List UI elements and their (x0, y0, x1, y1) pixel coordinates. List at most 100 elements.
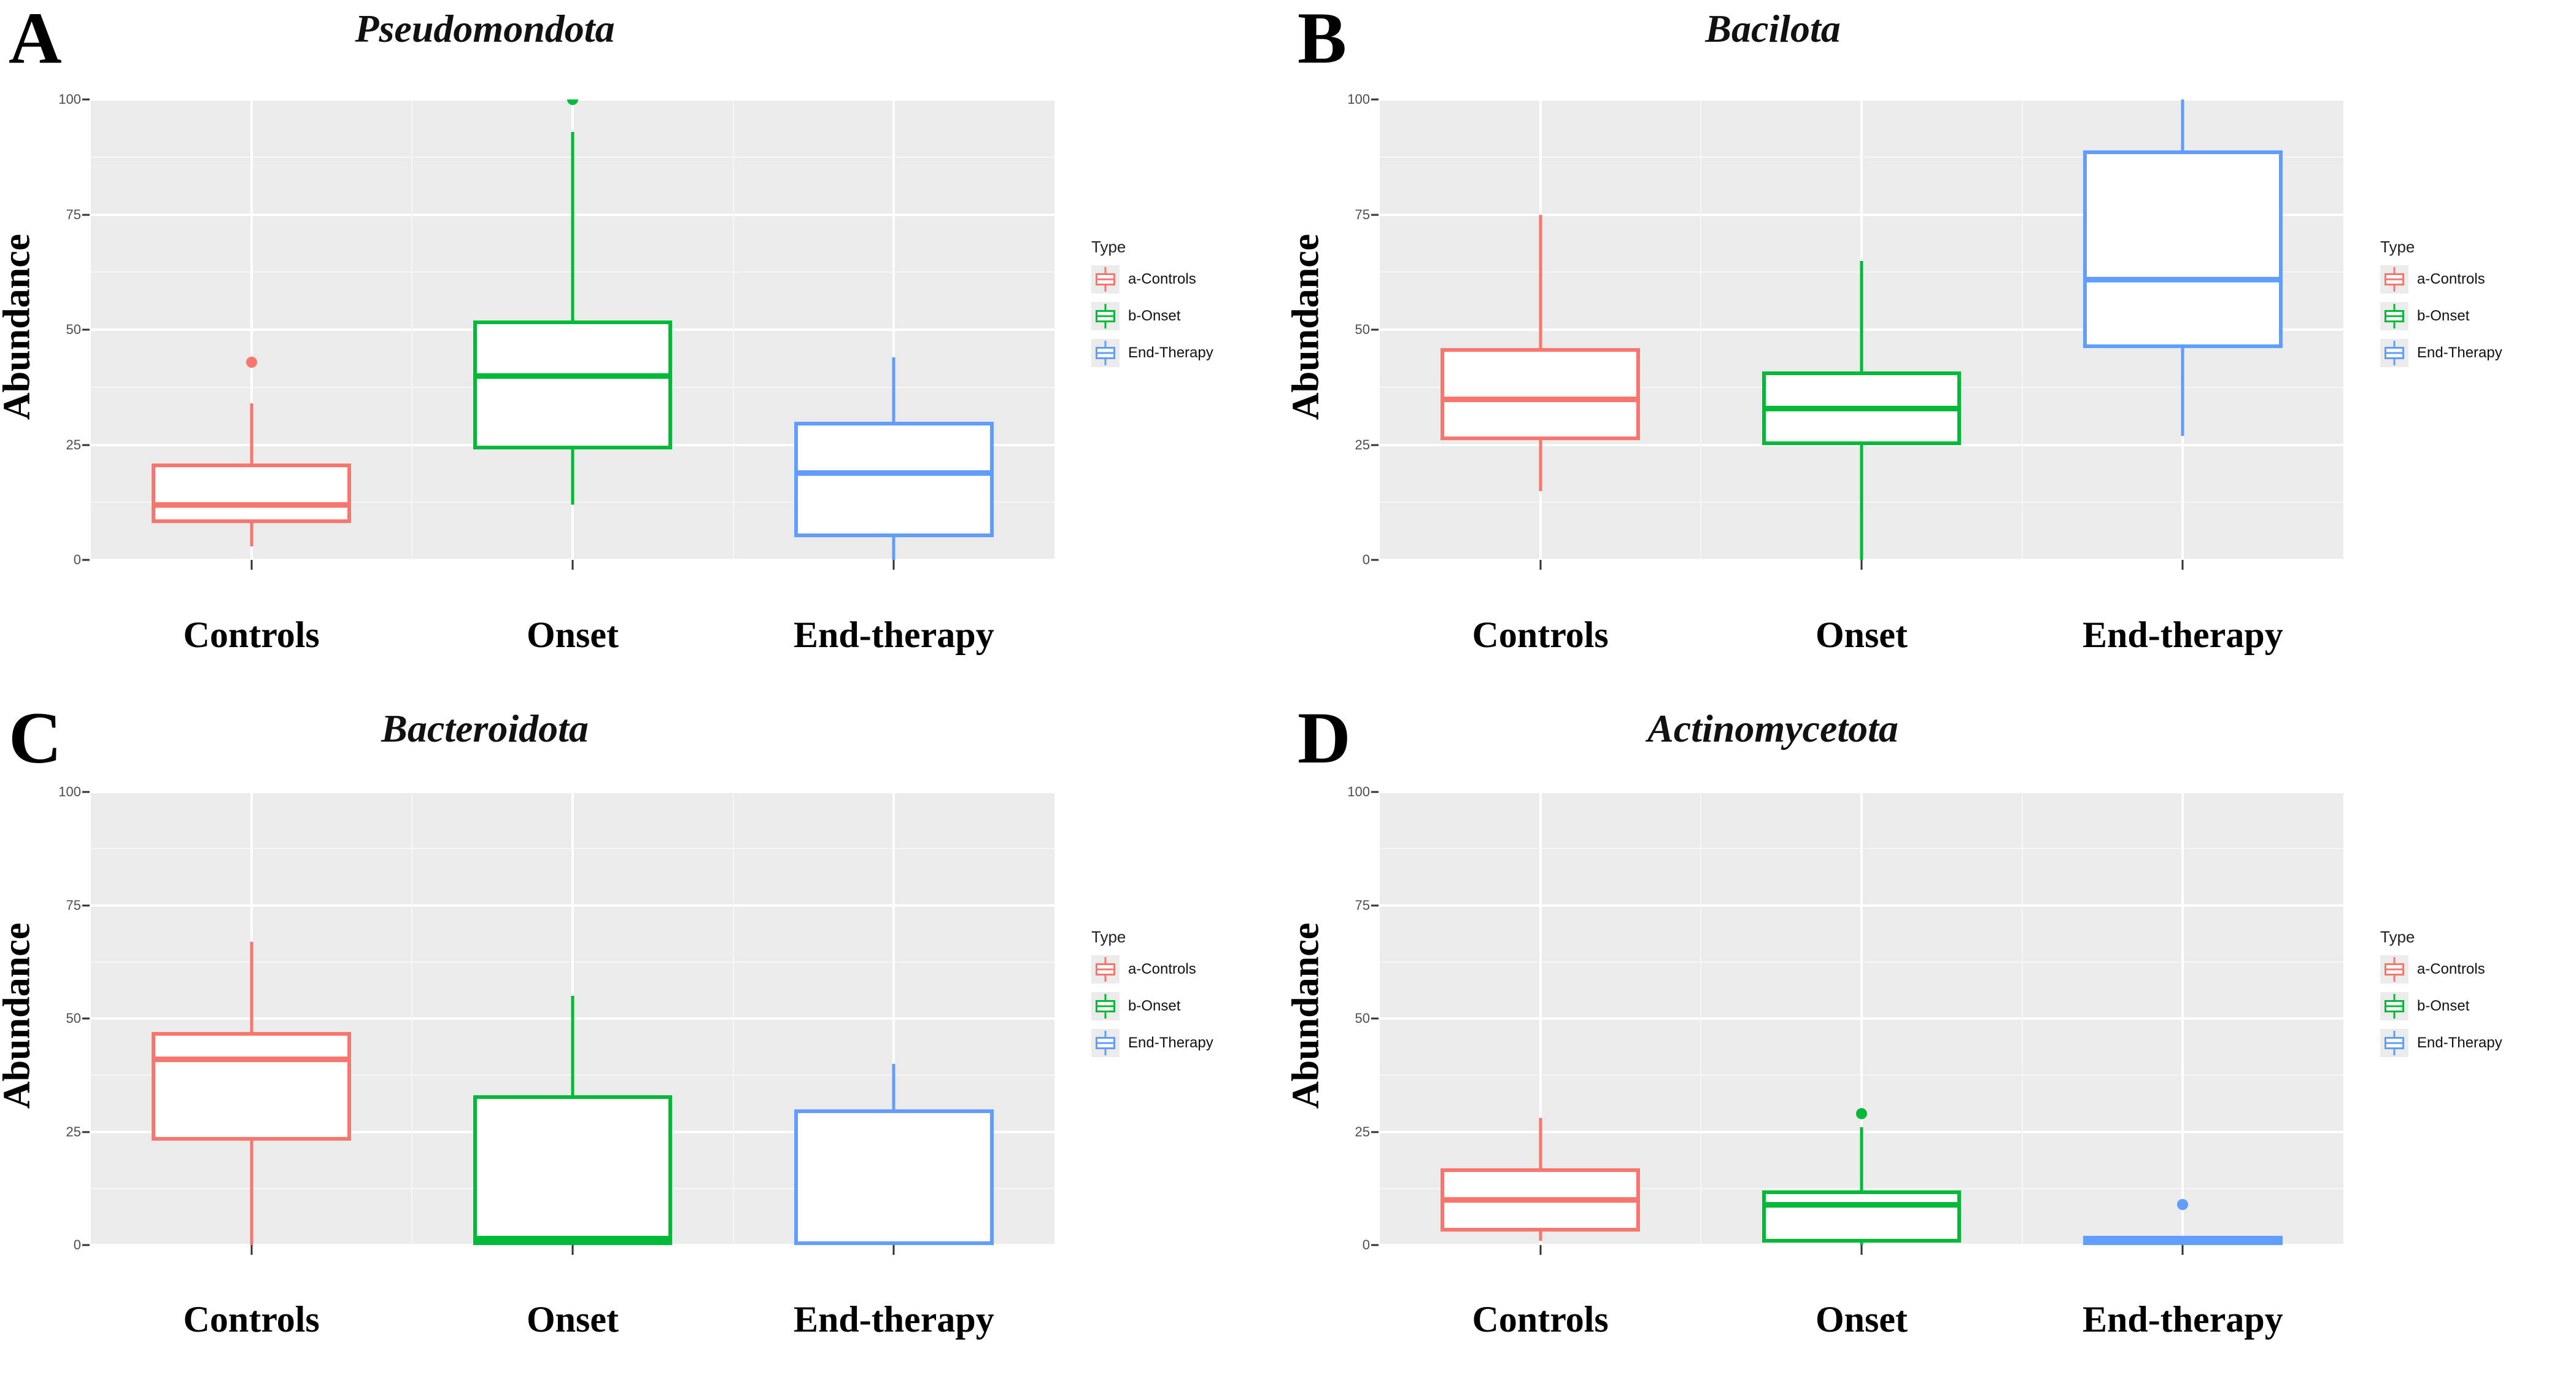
panel-letter-d: D (1298, 697, 1351, 778)
boxplot-whisker-upper (892, 357, 895, 422)
legend-item-a-controls[interactable]: a-Controls (2380, 955, 2502, 984)
legend-title: Type (2380, 238, 2415, 256)
x-axis-label-end-therapy: End-therapy (793, 1299, 994, 1340)
boxplot-box (1762, 1190, 1962, 1243)
legend-item-label: End-Therapy (2417, 344, 2502, 361)
y-tick-label: 75 (1355, 206, 1370, 222)
y-tick-mark (1371, 444, 1379, 446)
boxplot-outlier-point (567, 99, 578, 105)
gridline-major-x (1539, 792, 1542, 1245)
plot-panel-background (91, 99, 1054, 560)
legend-title: Type (2380, 928, 2415, 947)
y-axis-title: Abundance (1285, 233, 1327, 421)
y-tick-mark (82, 791, 90, 793)
legend-key-boxplot-icon (1091, 339, 1120, 367)
legend-item-end-therapy[interactable]: End-Therapy (2380, 339, 2502, 367)
legend-item-label: b-Onset (1128, 308, 1181, 324)
legend-item-label: b-Onset (2417, 998, 2470, 1015)
legend-item-a-controls[interactable]: a-Controls (2380, 265, 2502, 293)
x-tick-mark (250, 1245, 253, 1255)
boxplot-median-line (152, 502, 351, 508)
y-tick-mark (82, 1244, 90, 1246)
legend-item-label: a-Controls (1128, 271, 1196, 287)
panel-letter-c: C (9, 697, 62, 778)
x-axis-label-end-therapy: End-therapy (2082, 1299, 2283, 1340)
y-tick-mark (1371, 559, 1379, 561)
boxplot-median-line (2083, 276, 2283, 282)
boxplot-median-line (2083, 1238, 2283, 1244)
legend-item-b-onset[interactable]: b-Onset (1091, 992, 1213, 1021)
boxplot-outlier-point (1856, 1108, 1867, 1119)
legend-item-label: a-Controls (2417, 271, 2485, 287)
legend-title: Type (1091, 928, 1126, 947)
y-tick-mark (82, 904, 90, 906)
x-axis-label-onset: Onset (527, 1299, 619, 1340)
boxplot-box (2083, 150, 2283, 348)
boxplot-box (152, 463, 351, 523)
y-tick-label: 25 (1355, 1123, 1370, 1139)
y-tick-label: 75 (66, 206, 81, 222)
x-tick-mark (1860, 1245, 1863, 1255)
panel-letter-a: A (9, 0, 62, 79)
gridline-minor-x (732, 792, 734, 1245)
legend-item-b-onset[interactable]: b-Onset (2380, 302, 2502, 330)
y-tick-label: 25 (66, 437, 81, 452)
legend-key-boxplot-icon (2380, 302, 2408, 330)
legend-item-end-therapy[interactable]: End-Therapy (1091, 1029, 1213, 1058)
x-axis-label-controls: Controls (1472, 615, 1609, 655)
legend-key-boxplot-icon (2380, 339, 2408, 367)
legend-item-b-onset[interactable]: b-Onset (2380, 992, 2502, 1021)
gridline-minor-x (1700, 99, 1702, 560)
legend-item-label: End-Therapy (1128, 1034, 1213, 1052)
y-tick-label: 50 (1355, 1011, 1370, 1026)
legend-item-end-therapy[interactable]: End-Therapy (1091, 339, 1213, 367)
legend-key-boxplot-icon (2380, 955, 2408, 984)
panel-title-b: Bacilota (1705, 7, 1841, 50)
y-axis-title: Abundance (0, 233, 38, 421)
boxplot-whisker-upper (1539, 1118, 1542, 1168)
boxplot-whisker-lower (250, 523, 253, 546)
boxplot-whisker-upper (250, 941, 253, 1033)
legend-item-end-therapy[interactable]: End-Therapy (2380, 1029, 2502, 1058)
gridline-major-x (892, 792, 895, 1245)
gridline-major-x (2181, 792, 2184, 1245)
y-tick-label: 75 (1355, 897, 1370, 913)
boxplot-outlier-point (246, 356, 257, 368)
boxplot-median-line (152, 1057, 351, 1063)
y-tick-label: 100 (1347, 91, 1370, 107)
y-tick-label: 25 (66, 1123, 81, 1139)
boxplot-whisker-upper (2181, 99, 2184, 150)
x-axis-label-end-therapy: End-therapy (2082, 615, 2283, 655)
legend-key-boxplot-icon (1091, 992, 1120, 1021)
boxplot-median-line (473, 1235, 673, 1241)
boxplot-whisker-upper (1860, 260, 1863, 371)
panel-title-d: Actinomycetota (1647, 707, 1898, 750)
y-tick-label: 0 (73, 552, 81, 567)
boxplot-median-line (1762, 405, 1962, 411)
boxplot-box (473, 320, 673, 449)
legend-item-a-controls[interactable]: a-Controls (1091, 955, 1213, 984)
legend-title: Type (1091, 238, 1126, 256)
legend-item-a-controls[interactable]: a-Controls (1091, 265, 1213, 293)
boxplot-whisker-upper (250, 403, 253, 464)
legend-key-boxplot-icon (1091, 1029, 1120, 1058)
gridline-minor-x (1700, 792, 1702, 1245)
y-tick-mark (82, 1017, 90, 1020)
y-tick-label: 50 (66, 322, 81, 337)
y-tick-mark (1371, 1017, 1379, 1020)
y-tick-mark (1371, 1244, 1379, 1246)
y-axis-title: Abundance (0, 922, 38, 1109)
y-tick-label: 50 (66, 1011, 81, 1026)
y-tick-label: 0 (73, 1237, 81, 1252)
legend-item-b-onset[interactable]: b-Onset (1091, 302, 1213, 330)
boxplot-whisker-upper (1860, 1127, 1863, 1191)
y-tick-mark (82, 214, 90, 215)
legend-item-label: a-Controls (2417, 961, 2485, 978)
